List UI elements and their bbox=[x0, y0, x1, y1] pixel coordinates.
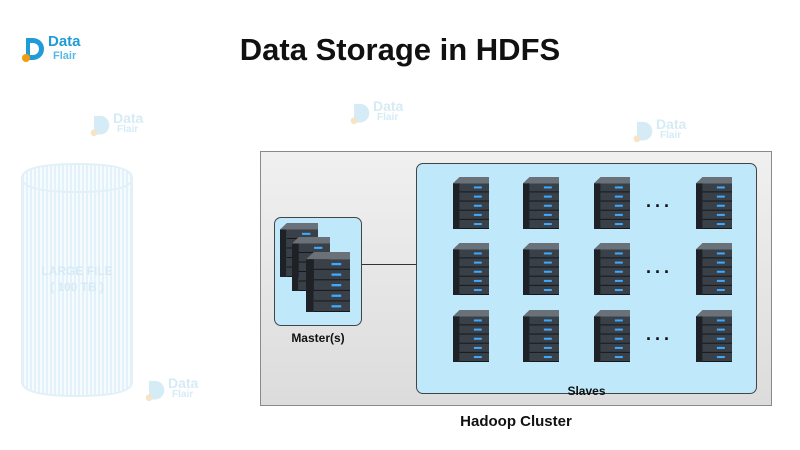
logo-text-flair: Flair bbox=[53, 50, 77, 62]
watermark-logo: Data Flair bbox=[633, 116, 687, 143]
watermark-logo: Data Flair bbox=[145, 375, 199, 402]
server-rack-icon bbox=[523, 310, 559, 362]
watermark-logo-icon bbox=[145, 380, 165, 402]
page-title: Data Storage in HDFS bbox=[239, 32, 561, 67]
dataflair-logo-icon bbox=[22, 38, 44, 62]
watermark-text-data: Data bbox=[113, 110, 144, 126]
slaves-label: Slaves bbox=[567, 384, 606, 398]
watermark-logo: Data Flair bbox=[350, 98, 404, 125]
watermark-text-flair: Flair bbox=[172, 389, 194, 400]
master-label: Master(s) bbox=[291, 331, 345, 345]
logo: Data Flair bbox=[20, 33, 120, 73]
server-rack-icon bbox=[696, 243, 732, 295]
server-rack-icon bbox=[594, 177, 630, 229]
watermark-text-flair: Flair bbox=[377, 112, 399, 123]
watermark-logo-icon bbox=[350, 103, 370, 125]
server-rack-icon bbox=[594, 243, 630, 295]
server-rack-icon bbox=[306, 252, 350, 312]
large-file-size: ( 100 TB ) bbox=[49, 280, 104, 294]
watermark-text-data: Data bbox=[168, 375, 199, 391]
watermark-text-data: Data bbox=[373, 98, 404, 114]
logo-text-data: Data bbox=[48, 33, 81, 50]
server-rack-icon bbox=[594, 310, 630, 362]
server-rack-icon bbox=[453, 177, 489, 229]
server-rack-icon bbox=[523, 177, 559, 229]
watermark-text-flair: Flair bbox=[117, 124, 139, 135]
master-slave-connector bbox=[362, 264, 416, 265]
row-1-ellipsis: ... bbox=[646, 191, 674, 211]
server-rack-icon bbox=[523, 243, 559, 295]
watermark-logo: Data Flair bbox=[90, 110, 144, 137]
row-3-ellipsis: ... bbox=[646, 324, 674, 344]
watermark-text-flair: Flair bbox=[660, 130, 682, 141]
server-rack-icon bbox=[696, 310, 732, 362]
watermark-logo-icon bbox=[633, 121, 653, 143]
master-server-stack bbox=[280, 223, 350, 312]
large-file-title: LARGE FILE bbox=[41, 264, 113, 278]
server-rack-icon bbox=[453, 243, 489, 295]
server-rack-icon bbox=[696, 177, 732, 229]
server-rack-icon bbox=[453, 310, 489, 362]
slave-server-grid bbox=[453, 177, 732, 362]
large-file-label: LARGE FILE ( 100 TB ) bbox=[18, 264, 136, 294]
row-2-ellipsis: ... bbox=[646, 257, 674, 277]
cluster-label: Hadoop Cluster bbox=[460, 413, 572, 430]
watermark-text-data: Data bbox=[656, 116, 687, 132]
watermark-logo-icon bbox=[90, 115, 110, 137]
large-file-cylinder bbox=[21, 162, 133, 398]
